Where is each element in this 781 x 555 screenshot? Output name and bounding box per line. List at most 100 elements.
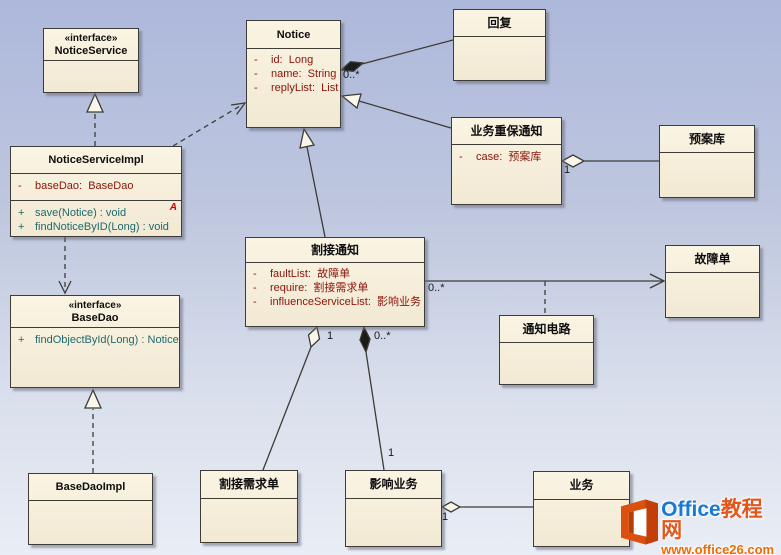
class-basedao: «interface» BaseDao + findObjectById(Lon… [10, 295, 180, 388]
class-name: 业务 [569, 478, 594, 492]
empty-compartment [660, 153, 754, 157]
attribute-text: baseDao: BaseDao [35, 180, 134, 192]
attribute-row: - faultList: 故障单 [246, 267, 424, 281]
class-title: NoticeServiceImpl [11, 147, 181, 174]
multiplicity-notice-reply: 0..* [343, 69, 360, 81]
class-name: BaseDao [71, 311, 119, 324]
visibility: - [459, 151, 463, 163]
multiplicity-cutnotice-cutreq: 1 [327, 330, 334, 342]
attribute-row: - baseDao: BaseDao [11, 179, 181, 193]
class-planlib: 预案库 [659, 125, 755, 198]
class-title: 故障单 [666, 246, 759, 273]
aggregation-biznotice-planlib [560, 154, 659, 168]
class-reply: 回复 [453, 9, 546, 81]
watermark-brand-office: Office [661, 498, 721, 521]
stereotype-label: «interface» [64, 32, 118, 44]
realization-basedaoimpl-basedao [83, 388, 103, 473]
watermark-brand-cn: 教程网 [661, 498, 763, 542]
composition-cutnotice-affectedbiz [359, 325, 385, 471]
dependency-noticeserviceimpl-basedao [58, 237, 72, 295]
attributes-compartment: - faultList: 故障单 - require: 割接需求单 - infl… [246, 263, 424, 309]
class-name: 割接通知 [310, 242, 359, 257]
attribute-text: replyList: List [271, 82, 339, 94]
operation-row: + save(Notice) : void [11, 206, 181, 220]
empty-compartment [29, 501, 152, 505]
visibility: - [254, 54, 258, 66]
class-title: 回复 [454, 10, 545, 37]
class-name: 故障单 [694, 251, 731, 266]
attributes-compartment: - case: 预案库 [452, 145, 561, 164]
attribute-row: - influenceServiceList: 影响业务 [246, 295, 424, 309]
class-title: Notice [247, 21, 340, 49]
aggregation-cutnotice-cutreq [262, 325, 321, 471]
association-cutnotice-faultticket [425, 273, 666, 289]
aggregation-affectedbiz-biz [440, 501, 533, 513]
class-name: 业务重保通知 [470, 123, 543, 138]
operation-text: save(Notice) : void [35, 207, 127, 219]
class-title: 通知电路 [500, 316, 593, 343]
visibility: + [18, 334, 25, 346]
class-name: NoticeService [54, 44, 128, 57]
multiplicity-cutnotice-affectedbiz: 0..* [374, 330, 391, 342]
attribute-row: - require: 割接需求单 [246, 281, 424, 295]
class-name: NoticeServiceImpl [48, 154, 144, 166]
visibility: - [18, 180, 22, 192]
class-title: 影响业务 [346, 471, 441, 499]
class-title: 业务 [534, 472, 629, 500]
class-title: 割接通知 [246, 238, 424, 263]
visibility: - [253, 282, 257, 294]
class-basedaoimpl: BaseDaoImpl [28, 473, 153, 545]
class-biznotice: 业务重保通知 - case: 预案库 [451, 117, 562, 205]
class-notifycircuit: 通知电路 [499, 315, 594, 385]
watermark-text: Office教程网 www.office26.com [661, 499, 781, 555]
class-name: 预案库 [688, 131, 725, 146]
multiplicity-biznotice-planlib: 1 [564, 164, 571, 176]
abstract-marker: A [169, 202, 177, 213]
class-title: 割接需求单 [201, 471, 297, 499]
attributes-compartment: - baseDao: BaseDao [11, 174, 181, 201]
office-logo-icon [621, 499, 659, 545]
class-biz: 业务 [533, 471, 630, 547]
attribute-text: influenceServiceList: 影响业务 [270, 296, 421, 308]
empty-compartment [666, 273, 759, 277]
visibility: + [18, 207, 25, 219]
attribute-text: id: Long [271, 54, 314, 66]
attribute-text: faultList: 故障单 [270, 268, 351, 280]
visibility: - [254, 82, 258, 94]
class-name: BaseDaoImpl [55, 481, 126, 493]
class-noticeserviceimpl: NoticeServiceImpl - baseDao: BaseDao + s… [10, 146, 182, 237]
class-title: «interface» NoticeService [44, 29, 138, 61]
class-faultticket: 故障单 [665, 245, 760, 318]
multiplicity-affectedbiz-end: 1 [388, 447, 395, 459]
class-name: 回复 [487, 15, 512, 30]
visibility: + [18, 221, 25, 233]
empty-compartment [500, 343, 593, 347]
attribute-row: - id: Long [247, 53, 340, 67]
operation-text: findNoticeByID(Long) : void [35, 221, 169, 233]
operations-compartment: + save(Notice) : void + findNoticeByID(L… [11, 201, 181, 237]
visibility: - [253, 268, 257, 280]
empty-compartment [346, 499, 441, 503]
class-name: 割接需求单 [218, 477, 279, 491]
watermark-url: www.office26.com [661, 542, 775, 555]
empty-compartment [201, 499, 297, 503]
generalization-cutnotice-notice [299, 127, 326, 238]
class-title: 业务重保通知 [452, 118, 561, 145]
operations-compartment: + findObjectById(Long) : Notice [11, 328, 179, 347]
dependency-noticeserviceimpl-notice [172, 102, 247, 147]
attribute-row: - case: 预案库 [452, 150, 561, 164]
visibility: - [254, 68, 258, 80]
realization-noticeserviceimpl-noticeservice [85, 92, 105, 146]
operation-row: + findNoticeByID(Long) : void [11, 220, 181, 234]
class-notice: Notice - id: Long - name: String - reply… [246, 20, 341, 128]
attribute-row: - name: String [247, 67, 340, 81]
composition-notice-reply [339, 39, 454, 72]
empty-compartment [534, 500, 629, 504]
class-noticeservice: «interface» NoticeService [43, 28, 139, 93]
class-name: Notice [276, 28, 311, 41]
attribute-text: name: String [271, 68, 337, 80]
class-cutnotice: 割接通知 - faultList: 故障单 - require: 割接需求单 -… [245, 237, 425, 327]
multiplicity-affectedbiz-biz: 1 [442, 511, 449, 523]
